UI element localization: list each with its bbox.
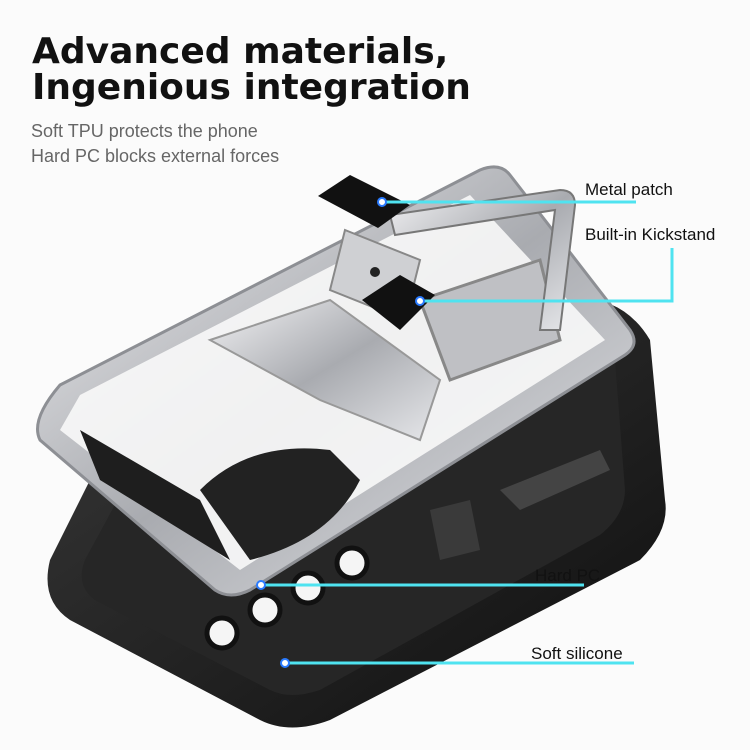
headline: Advanced materials, Ingenious integratio… — [32, 34, 471, 106]
callout-hard-pc: Hard PC — [535, 566, 601, 585]
headline-line-2: Ingenious integration — [32, 67, 471, 108]
metal-patch-lower — [362, 275, 435, 330]
subtitle: Soft TPU protects the phone Hard PC bloc… — [31, 119, 279, 169]
pc-frame — [36, 165, 636, 597]
callout-metal-patch: Metal patch — [585, 180, 673, 199]
subtitle-line-1: Soft TPU protects the phone — [31, 121, 258, 141]
metal-patch — [318, 175, 410, 228]
callout-lines — [261, 200, 674, 665]
subtitle-line-2: Hard PC blocks external forces — [31, 146, 280, 166]
callout-dots — [256, 197, 425, 668]
callout-kickstand: Built-in Kickstand — [585, 225, 716, 244]
callout-soft-silicone: Soft silicone — [531, 644, 623, 663]
headline-line-1: Advanced materials, — [32, 31, 449, 72]
